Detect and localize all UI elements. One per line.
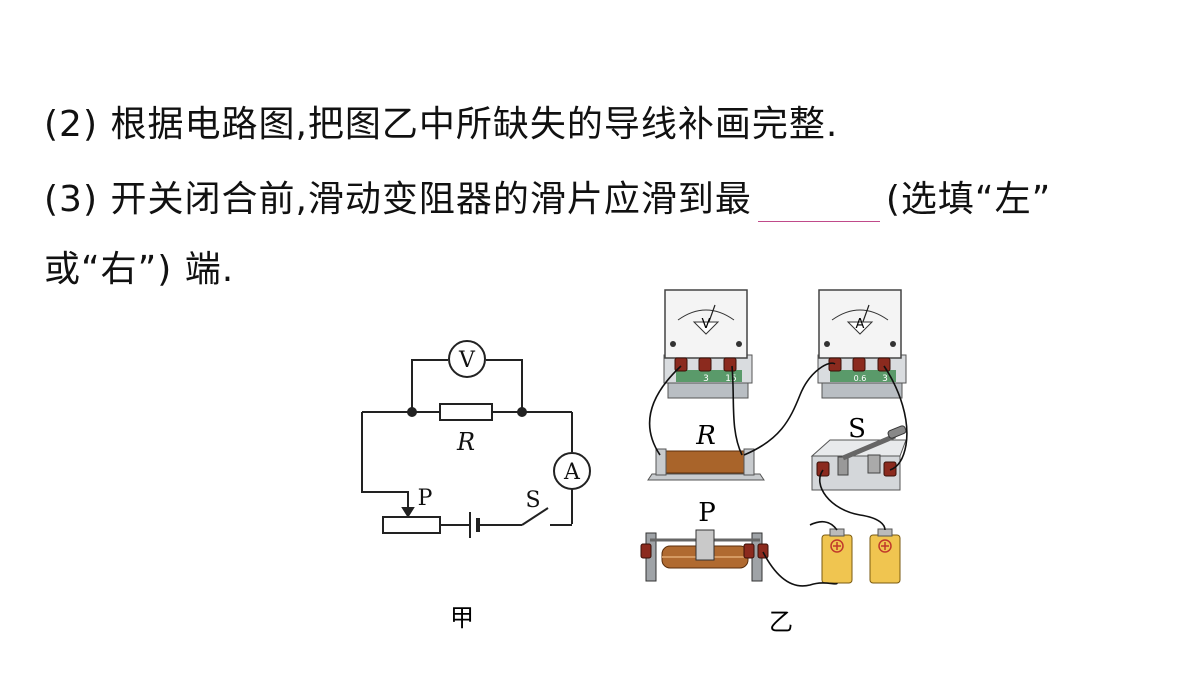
answer-blank[interactable]	[757, 187, 880, 222]
ammeter-terminal-3: 3	[882, 374, 888, 384]
question-3-text: (3) 开关闭合前,滑动变阻器的滑片应滑到最	[44, 179, 752, 220]
battery-device-2	[869, 528, 901, 584]
question-2: (2) 根据电路图,把图乙中所缺失的导线补画完整.	[44, 104, 839, 145]
ammeter-device	[817, 289, 907, 399]
ammeter-face-label: A	[856, 317, 865, 332]
wire-voltmeter-to-resistor-left	[648, 365, 682, 456]
resistor-symbol	[439, 403, 493, 421]
battery-device-1	[821, 528, 853, 584]
voltmeter-label: V	[458, 348, 476, 373]
question-3-choice: (选填“左”	[885, 179, 1052, 220]
wire-ammeter-to-switch	[883, 365, 908, 471]
voltmeter-terminal-15: 15	[725, 374, 736, 384]
ammeter-terminal-0-6: 0.6	[854, 374, 867, 383]
apparatus-wires	[648, 362, 908, 587]
junction-dot	[407, 407, 417, 417]
slider-arrow	[401, 507, 415, 518]
slider-label: P	[418, 486, 433, 511]
voltmeter-terminal-3: 3	[703, 374, 709, 384]
resistor-label: R	[456, 428, 475, 456]
question-3: (3) 开关闭合前,滑动变阻器的滑片应滑到最 (选填“左”	[44, 170, 1051, 222]
voltmeter-symbol	[448, 340, 486, 378]
caption-jia: 甲	[450, 604, 474, 632]
circuit-diagram-jia	[361, 340, 591, 538]
wire-switch-to-battery	[818, 469, 886, 531]
voltmeter-face-label: V	[702, 317, 711, 332]
ammeter-label: A	[563, 460, 581, 485]
question-3-continued: 或“右”) 端.	[44, 249, 235, 290]
switch-device	[810, 425, 907, 491]
wire	[486, 359, 523, 412]
rheostat-symbol	[382, 516, 441, 534]
rheostat-device	[640, 529, 769, 582]
diagram-jia-labels: V A R P S	[418, 348, 581, 513]
slider-wire	[361, 412, 409, 512]
resistor-device	[647, 448, 765, 481]
switch-label: S	[525, 488, 540, 513]
rheostat-slider-label: P	[698, 498, 716, 528]
wire-battery-lead	[809, 520, 838, 531]
caption-yi: 乙	[769, 608, 793, 636]
switch-device-label: S	[848, 414, 866, 444]
junction-dot	[517, 407, 527, 417]
wire-resistor-to-ammeter	[743, 362, 836, 456]
resistor-device-label: R	[695, 421, 716, 451]
wire-voltmeter-to-resistor-right	[731, 365, 743, 456]
wire-rheostat-to-battery	[762, 551, 838, 587]
switch-blade	[521, 507, 549, 526]
wire	[411, 359, 448, 412]
